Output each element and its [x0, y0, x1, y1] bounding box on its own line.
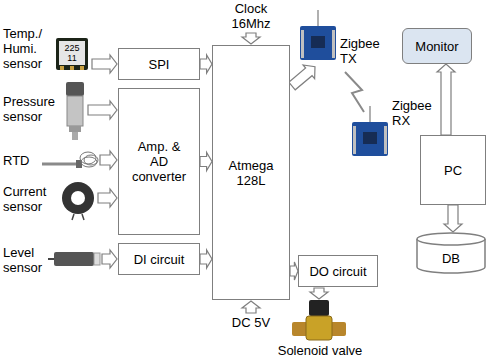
signal-arrow	[102, 250, 117, 268]
level-sensor-cable	[48, 258, 54, 260]
block-arrow	[444, 205, 462, 232]
valve-coil	[309, 300, 329, 316]
monitor-box: Monitor	[402, 28, 472, 64]
signal-arrow	[100, 151, 117, 169]
current-sensor-ring	[62, 182, 94, 214]
text-label: Current sensor	[3, 184, 59, 214]
pin-header	[301, 30, 304, 58]
text-label: Solenoid valve	[265, 343, 375, 358]
pressure-sensor-nut	[69, 126, 81, 132]
rtd-wire-coil	[81, 157, 97, 167]
antenna	[317, 10, 319, 26]
node-text: DB	[442, 251, 460, 266]
level-sensor-body	[54, 252, 94, 266]
adc-box: Amp. & AD converter	[118, 88, 200, 235]
node-content: Monitor	[415, 39, 458, 54]
node-text: Monitor	[415, 39, 458, 54]
level-sensor-face	[94, 253, 100, 265]
current-sensor-lead	[72, 214, 74, 220]
node-text: SPI	[149, 57, 170, 72]
do-box: DO circuit	[298, 255, 378, 287]
cylinder-top	[417, 233, 485, 245]
tx-arrow	[286, 60, 321, 93]
node-text: DO circuit	[309, 264, 366, 279]
node-text: PC	[444, 163, 462, 178]
text-label: RTD	[3, 153, 39, 168]
wireless-link	[345, 72, 364, 112]
text-label: Pressure sensor	[3, 94, 63, 124]
current-sensor-lead	[82, 214, 84, 220]
text-label: 225	[56, 43, 88, 53]
pressure-sensor-head	[66, 82, 84, 96]
node-content: DO circuit	[309, 264, 366, 279]
block-arrow	[200, 153, 212, 171]
mcu-box: Atmega 128L	[212, 45, 290, 300]
node-text: DI circuit	[134, 252, 185, 267]
module-chip	[363, 132, 377, 144]
pin-header	[384, 126, 387, 154]
signal-arrow	[88, 101, 117, 119]
antenna	[369, 106, 371, 122]
node-content: DI circuit	[134, 252, 185, 267]
text-label: Zigbee TX	[340, 36, 386, 66]
zigbee-module	[352, 122, 388, 156]
block-arrow	[437, 64, 455, 135]
rtd-probe	[42, 163, 78, 166]
current-sensor-hole	[71, 191, 85, 205]
db-cylinder: DB	[416, 232, 486, 274]
chip-pad	[70, 66, 74, 70]
block-arrow	[200, 55, 212, 73]
node-text: Atmega 128L	[221, 158, 281, 188]
chip-pad	[60, 66, 64, 70]
pin-header	[332, 30, 335, 58]
node-content: Amp. & AD converter	[128, 139, 190, 184]
node-text: Amp. & AD converter	[128, 139, 190, 184]
node-content: DB	[442, 251, 460, 266]
zigbee-module	[300, 26, 336, 60]
output-arrow	[310, 288, 328, 299]
signal-arrow	[98, 189, 117, 207]
chip-pad	[80, 66, 84, 70]
valve-body	[306, 316, 332, 340]
signal-arrow	[92, 55, 117, 73]
pressure-sensor-thread	[72, 132, 78, 140]
di-box: DI circuit	[118, 243, 200, 275]
tx-arrow-group	[286, 60, 321, 93]
text-label: Temp./ Humi. sensor	[3, 26, 53, 71]
node-content: SPI	[149, 57, 170, 72]
text-label: Level sensor	[3, 245, 51, 275]
block-arrow	[290, 262, 298, 280]
chip-icon	[56, 38, 88, 70]
pin-header	[353, 126, 356, 154]
module-chip	[311, 36, 325, 48]
block-arrow	[200, 250, 212, 268]
clock-arrow	[242, 33, 260, 44]
node-content: PC	[444, 163, 462, 178]
text-label: DC 5V	[221, 315, 281, 330]
text-label: 11	[56, 53, 88, 63]
text-label: Zigbee RX	[392, 98, 434, 128]
node-content: Atmega 128L	[221, 158, 281, 188]
pressure-sensor-body	[67, 96, 83, 126]
text-label: Clock 16Mhz	[226, 1, 276, 31]
pc-box: PC	[420, 135, 486, 205]
spi-box: SPI	[118, 48, 200, 80]
power-arrow	[242, 301, 260, 313]
